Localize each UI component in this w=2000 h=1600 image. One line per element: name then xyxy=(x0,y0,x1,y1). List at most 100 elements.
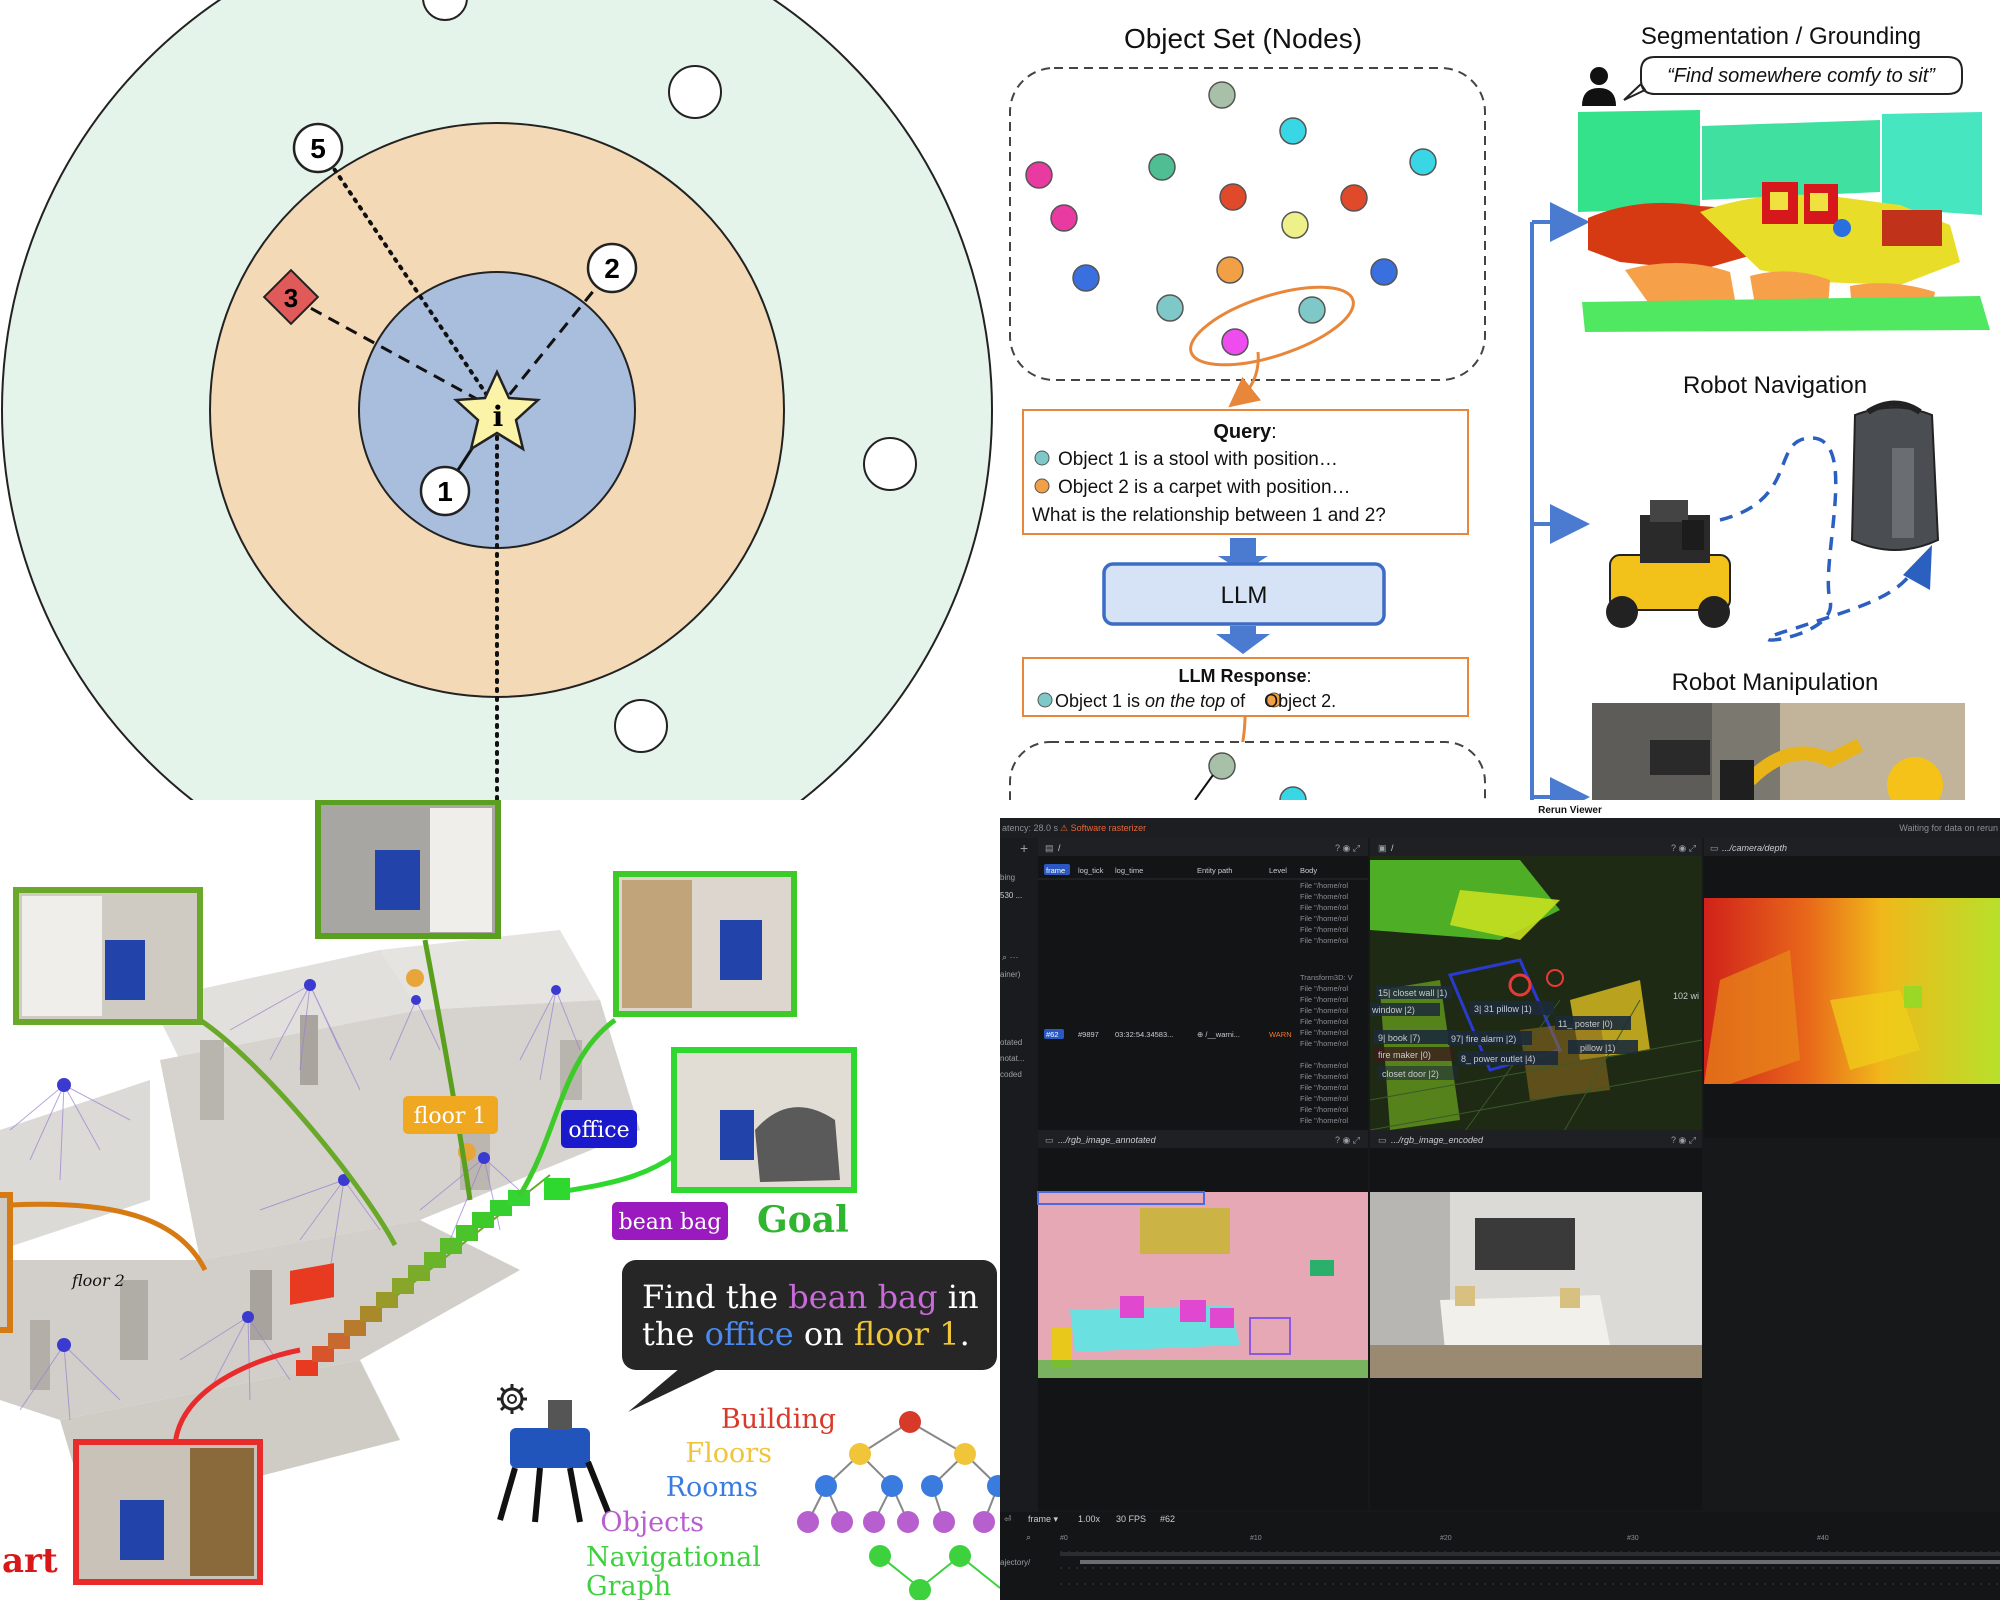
object-node xyxy=(1409,148,1437,176)
panel-controls[interactable]: ? ◉ ⤢ xyxy=(1335,1135,1360,1145)
blueprint-item[interactable]: otated xyxy=(1000,1038,1022,1047)
goal-photo xyxy=(671,1047,857,1193)
nav-node xyxy=(490,1200,512,1216)
nav-node xyxy=(424,1252,446,1268)
spatial-panel-path: / xyxy=(1391,843,1394,853)
blueprint-item[interactable]: 530 ... xyxy=(1000,891,1022,900)
timeline-search-icon[interactable]: ⌕ xyxy=(1026,1532,1031,1542)
robot-photo xyxy=(315,800,501,939)
object-set-box xyxy=(1009,67,1486,381)
svg-text:File "/home/rol: File "/home/rol xyxy=(1300,1017,1348,1026)
llm-pipeline-panel: Object Set (Nodes) Query: Object 1 is a … xyxy=(1000,0,2000,800)
panel-controls[interactable]: ? ◉ ⤢ xyxy=(1671,1135,1696,1145)
nav-node xyxy=(456,1225,478,1241)
playback-speed[interactable]: 1.00x xyxy=(1078,1514,1101,1524)
nav-node xyxy=(440,1238,462,1254)
playback-fps[interactable]: 30 FPS xyxy=(1116,1514,1146,1524)
frame-column-chip[interactable] xyxy=(1044,864,1070,875)
annotated-panel-icon: ▭ xyxy=(1045,1135,1054,1145)
svg-text:File "/home/rol: File "/home/rol xyxy=(1300,903,1348,912)
svg-text:102 wi: 102 wi xyxy=(1673,991,1699,1001)
col-body[interactable]: Body xyxy=(1300,866,1317,875)
instruction-line-1: Find the bean bag in xyxy=(642,1278,979,1316)
room-node xyxy=(242,1311,254,1323)
col-level[interactable]: Level xyxy=(1269,866,1287,875)
svg-text:3: 3 xyxy=(284,283,298,313)
legend-rooms: Rooms xyxy=(666,1472,758,1503)
current-frame: #62 xyxy=(1160,1514,1175,1524)
manipulation-title: Robot Manipulation xyxy=(1672,669,1879,696)
blueprint-item[interactable]: notat... xyxy=(1000,1054,1024,1063)
svg-text:#9897: #9897 xyxy=(1078,1030,1099,1039)
blueprint-item[interactable]: ainer) xyxy=(1000,970,1021,979)
distant-node xyxy=(863,437,917,491)
col-frame[interactable]: frame xyxy=(1046,866,1065,875)
query-line-1: Object 1 is a stool with position… xyxy=(1058,449,1338,470)
timeline-selector[interactable]: frame ▾ xyxy=(1028,1514,1059,1524)
blueprint-item[interactable]: coded xyxy=(1000,1070,1022,1079)
legend-floors: Floors xyxy=(685,1438,772,1469)
play-control[interactable]: ⏎ xyxy=(1004,1514,1012,1524)
panel-controls[interactable]: ? ◉ ⤢ xyxy=(1335,843,1360,853)
svg-text:#30: #30 xyxy=(1627,1535,1639,1542)
svg-text:9| book |7): 9| book |7) xyxy=(1378,1033,1420,1043)
query-box xyxy=(1022,409,1469,535)
col-log-tick[interactable]: log_tick xyxy=(1078,866,1104,875)
nav-node xyxy=(360,1306,382,1322)
latency-text: atency: 28.0 s xyxy=(1002,823,1059,833)
svg-text:File "/home/rol: File "/home/rol xyxy=(1300,995,1348,1004)
node-3: 3 xyxy=(262,268,320,326)
blueprint-item[interactable]: bing xyxy=(1000,873,1015,882)
svg-text:pillow |1): pillow |1) xyxy=(1580,1043,1615,1053)
spatial-labels: 15| closet wall |1) window |2) 3| 31 pil… xyxy=(1370,986,1699,1080)
room-connections xyxy=(9,984,581,1421)
tree-building-node xyxy=(899,1411,921,1433)
timeline-track[interactable] xyxy=(1060,1552,2000,1556)
object-node xyxy=(1279,117,1307,145)
floor2-label: floor 2 xyxy=(71,1271,125,1290)
log-row[interactable]: #62 #9897 03:32:54.34583... ⊕ /__warni..… xyxy=(1044,1029,1292,1039)
object-set-title: Object Set (Nodes) xyxy=(1124,23,1362,54)
object1-dot xyxy=(1037,692,1053,708)
object2-dot xyxy=(1034,478,1050,494)
nav-node xyxy=(296,1360,318,1376)
object-node xyxy=(1370,258,1398,286)
timeline-ticks: #0 #10 #20 #30 #40 xyxy=(1060,1535,1829,1542)
object-node xyxy=(1216,256,1244,284)
response-box xyxy=(1022,657,1469,717)
tree-nav-node xyxy=(869,1545,891,1567)
nav-node xyxy=(392,1278,414,1294)
tree-object-node xyxy=(973,1511,995,1533)
search-icon[interactable]: ⌕ ⋯ xyxy=(1002,952,1019,962)
encoded-image xyxy=(1370,1192,1702,1378)
blueprint-item[interactable]: ajectory/ xyxy=(1000,1558,1031,1567)
svg-text:2: 2 xyxy=(604,253,620,284)
svg-text:File "/home/rol: File "/home/rol xyxy=(1300,1061,1348,1070)
manipulation-photo xyxy=(1592,703,1965,800)
add-icon[interactable]: + xyxy=(1020,840,1028,856)
navigation-path xyxy=(1719,436,1912,642)
node-2: 2 xyxy=(586,242,638,294)
object-node xyxy=(1219,183,1247,211)
segmentation-pointcloud xyxy=(1578,110,1990,332)
center-star: i xyxy=(452,369,542,452)
rerun-viewer: Rerun Viewer atency: 28.0 s ⚠ Software r… xyxy=(1000,800,2000,1600)
legend-nav: Navigational xyxy=(586,1542,761,1573)
col-log-time[interactable]: log_time xyxy=(1115,866,1143,875)
panel-controls[interactable]: ? ◉ ⤢ xyxy=(1671,843,1696,853)
log-panel-path: / xyxy=(1058,843,1061,853)
quote-bubble xyxy=(1623,56,1963,101)
query-line-3: What is the relationship between 1 and 2… xyxy=(1032,505,1386,526)
svg-text:#0: #0 xyxy=(1060,1535,1068,1542)
floor1-label: floor 1 xyxy=(403,1096,498,1134)
radial-diagram: 5 2 3 1 i xyxy=(1,0,993,800)
link-goal-photo xyxy=(559,1152,677,1195)
gear-icon xyxy=(497,1384,527,1414)
timeline-data-bar[interactable] xyxy=(1080,1560,2000,1564)
object-node xyxy=(1050,204,1078,232)
col-entity-path[interactable]: Entity path xyxy=(1197,866,1232,875)
response-text: Object 1 is on the top of Object 2. xyxy=(1055,691,1336,711)
robot-illustration xyxy=(1606,500,1731,628)
floor2-photo xyxy=(0,1192,13,1333)
edge-5 xyxy=(318,146,499,412)
